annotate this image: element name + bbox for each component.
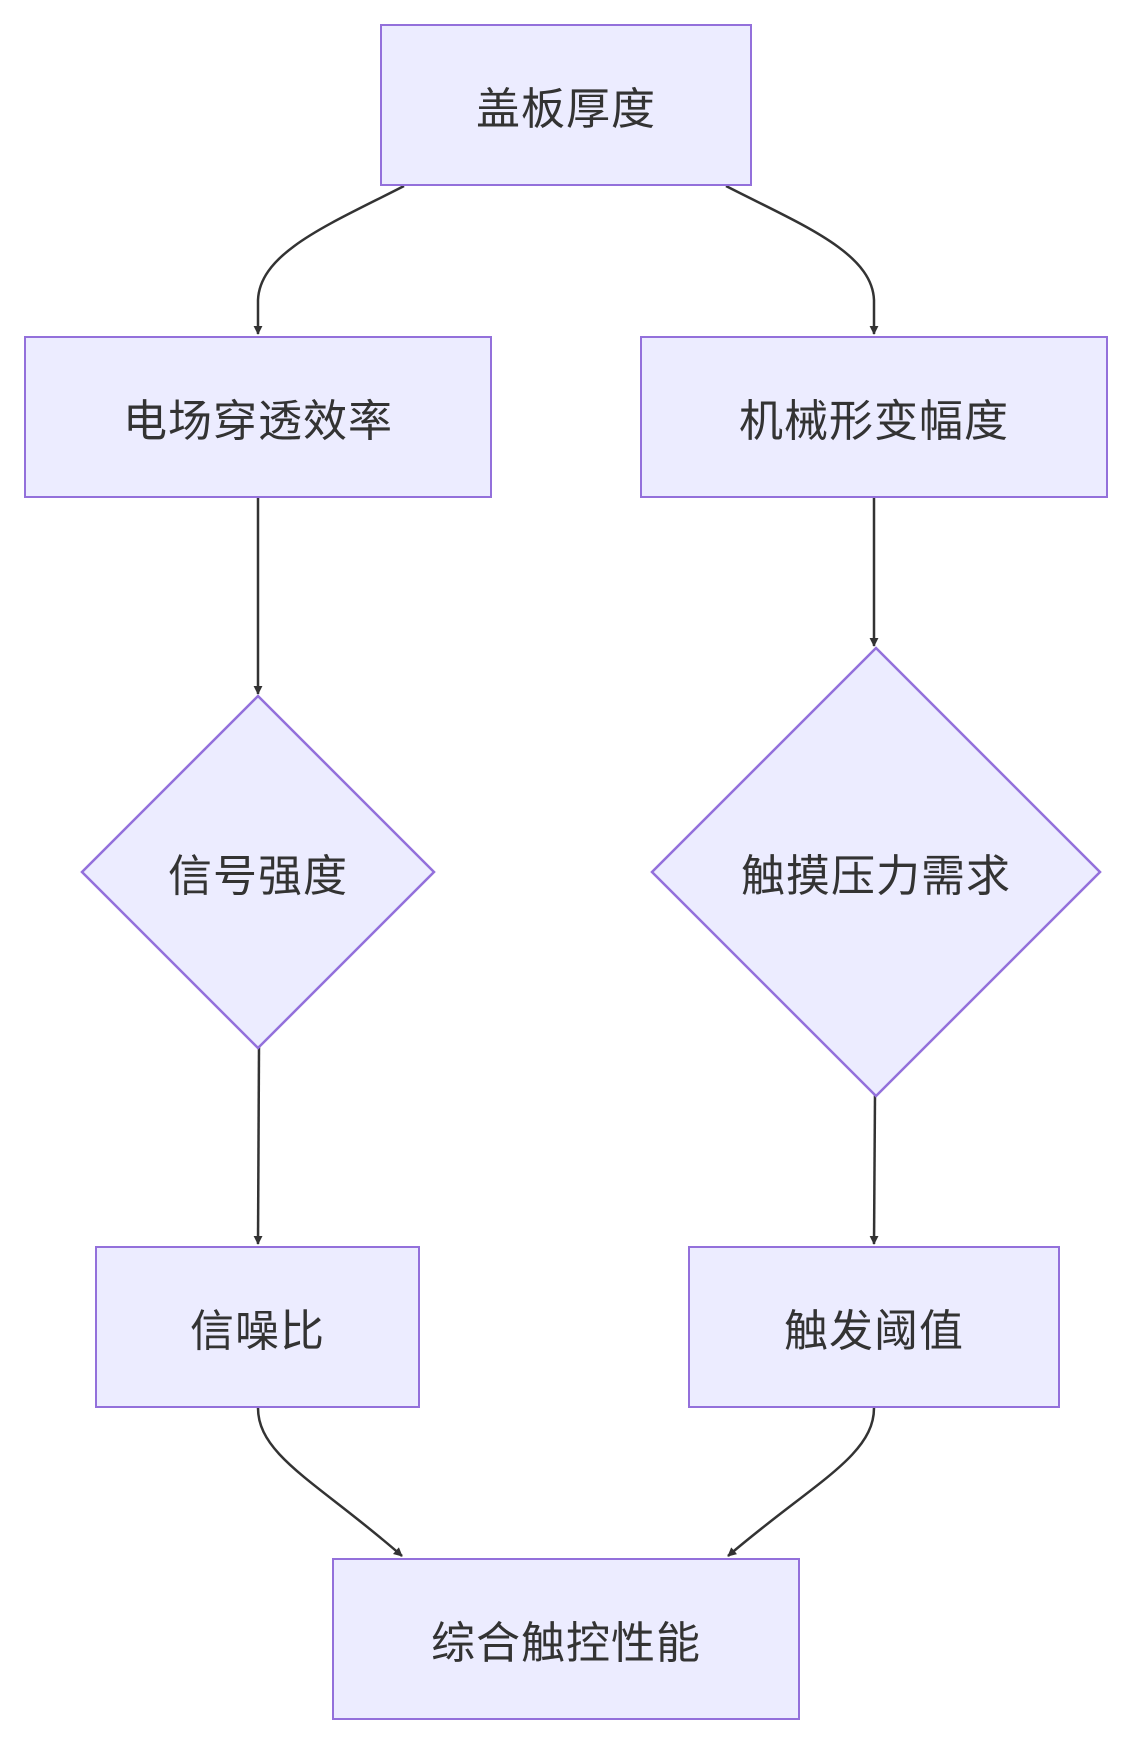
node-trigger-threshold: 触发阈值 bbox=[688, 1246, 1060, 1408]
edge-signal-to-snr bbox=[253, 1045, 263, 1245]
node-touch-pressure-label: 触摸压力需求 bbox=[741, 851, 1011, 902]
edge-snr-to-overall bbox=[256, 1407, 403, 1557]
node-overall-performance-label: 综合触控性能 bbox=[431, 1618, 701, 1669]
edge-cover-to-mechanical bbox=[725, 184, 879, 335]
node-mechanical-deformation: 机械形变幅度 bbox=[640, 336, 1108, 498]
diamond-shape-pressure bbox=[650, 646, 1102, 1098]
node-trigger-threshold-label: 触发阈值 bbox=[784, 1306, 964, 1357]
node-snr: 信噪比 bbox=[95, 1246, 420, 1408]
node-cover-thickness-label: 盖板厚度 bbox=[476, 84, 656, 135]
node-field-penetration-label: 电场穿透效率 bbox=[123, 396, 393, 447]
node-mechanical-deformation-label: 机械形变幅度 bbox=[739, 396, 1009, 447]
node-overall-performance: 综合触控性能 bbox=[332, 1558, 800, 1720]
edge-cover-to-field bbox=[253, 184, 405, 335]
node-field-penetration: 电场穿透效率 bbox=[24, 336, 492, 498]
node-signal-strength-label: 信号强度 bbox=[168, 851, 348, 902]
diamond-shape-signal bbox=[80, 694, 436, 1050]
node-snr-label: 信噪比 bbox=[190, 1306, 325, 1357]
node-signal-strength: 信号强度 bbox=[80, 694, 436, 1050]
edge-pressure-to-threshold bbox=[869, 1093, 879, 1245]
node-touch-pressure: 触摸压力需求 bbox=[650, 646, 1102, 1098]
edge-threshold-to-overall bbox=[727, 1407, 876, 1557]
node-cover-thickness: 盖板厚度 bbox=[380, 24, 752, 186]
